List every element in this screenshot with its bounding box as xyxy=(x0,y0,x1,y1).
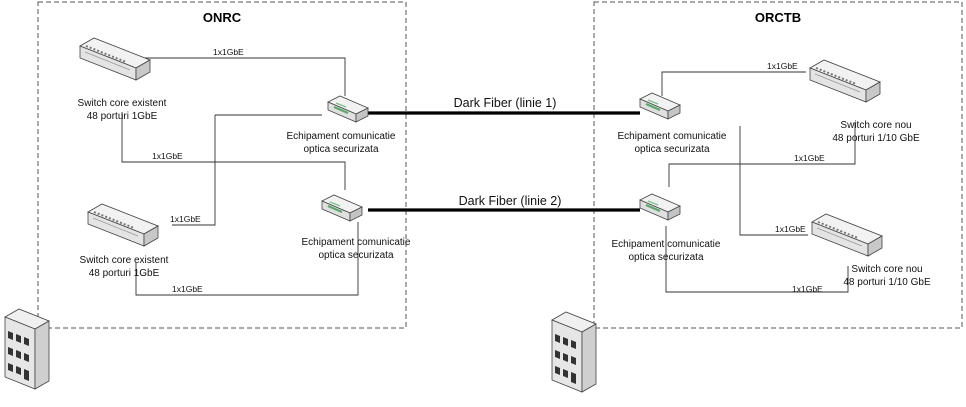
onrc-switch-2-icon xyxy=(87,203,159,247)
onrc-site-title: ONRC xyxy=(203,10,242,25)
onrc-switch-2-line2: 48 porturi 1GbE xyxy=(89,268,160,279)
onrc-optical-2-icon xyxy=(320,193,364,223)
orctb-switch-1-icon xyxy=(809,59,881,103)
link-label-onrc-1: 1x1GbE xyxy=(213,47,244,57)
link-label-orctb-3: 1x1GbE xyxy=(775,224,806,234)
orctb-optical-2-line1: Echipament comunicatie xyxy=(612,239,721,250)
orctb-links xyxy=(661,71,856,293)
orctb-optical-2-icon xyxy=(638,192,682,222)
link-orctb-opt1-sw1 xyxy=(661,71,806,96)
dark-fiber-1-label: Dark Fiber (linie 1) xyxy=(454,96,557,110)
orctb-site-boundary xyxy=(593,1,963,329)
onrc-site-boundary xyxy=(37,1,407,329)
orctb-switch-2-icon xyxy=(811,213,883,257)
onrc-optical-1-line2: optica securizata xyxy=(303,144,378,155)
onrc-switch-1-icon xyxy=(79,37,151,81)
onrc-switch-1-line2: 48 porturi 1GbE xyxy=(87,111,158,122)
orctb-optical-1-icon xyxy=(638,91,682,121)
orctb-switch-1-line1: Switch core nou xyxy=(840,120,911,131)
link-label-onrc-4: 1x1GbE xyxy=(172,284,203,294)
onrc-building-icon xyxy=(4,308,50,390)
orctb-switch-2-line1: Switch core nou xyxy=(851,264,922,275)
orctb-site-title: ORCTB xyxy=(755,10,801,25)
orctb-building-icon xyxy=(551,311,597,393)
link-onrc-sw2-opt1 xyxy=(172,115,216,226)
dark-fiber-2-label: Dark Fiber (linie 2) xyxy=(459,194,562,208)
link-orctb-opt2-sw1 xyxy=(668,122,856,187)
orctb-optical-1-line2: optica securizata xyxy=(634,144,709,155)
onrc-optical-2-line1: Echipament comunicatie xyxy=(302,237,411,248)
orctb-switch-1-line2: 48 porturi 1/10 GbE xyxy=(832,133,920,144)
link-onrc-sw1-opt2 xyxy=(121,112,346,190)
link-orctb-opt2-sw2 xyxy=(665,226,849,293)
orctb-optical-1-line1: Echipament comunicatie xyxy=(618,131,727,142)
link-label-orctb-4: 1x1GbE xyxy=(792,284,823,294)
onrc-optical-1-line1: Echipament comunicatie xyxy=(287,131,396,142)
onrc-switch-2-line1: Switch core existent xyxy=(80,255,169,266)
link-label-onrc-2: 1x1GbE xyxy=(152,151,183,161)
orctb-switch-2-line2: 48 porturi 1/10 GbE xyxy=(843,277,931,288)
orctb-optical-2-line2: optica securizata xyxy=(628,252,703,263)
link-label-orctb-1: 1x1GbE xyxy=(767,61,798,71)
link-label-orctb-2: 1x1GbE xyxy=(794,153,825,163)
link-onrc-sw1-opt1 xyxy=(128,57,346,96)
link-label-onrc-3: 1x1GbE xyxy=(170,214,201,224)
onrc-links xyxy=(121,57,359,296)
link-onrc-sw2-opt2 xyxy=(135,222,359,296)
onrc-optical-1-icon xyxy=(326,94,370,124)
onrc-optical-2-line2: optica securizata xyxy=(318,250,393,261)
onrc-switch-1-line1: Switch core existent xyxy=(78,98,167,109)
link-orctb-opt1-sw2 xyxy=(739,126,808,236)
